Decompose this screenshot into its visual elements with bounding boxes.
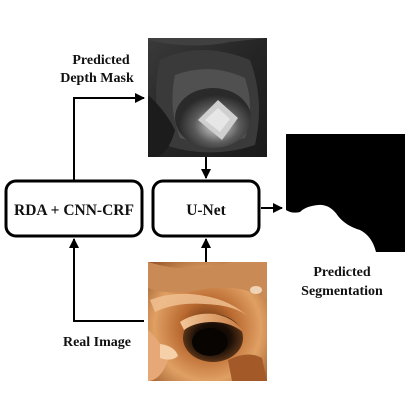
arrow-real-to-rda (69, 238, 144, 322)
segmentation-mask (286, 134, 405, 252)
unet-box: U-Net (151, 179, 261, 238)
segmentation-label-line2: Segmentation (301, 284, 383, 299)
depth-mask-label-line1: Predicted (72, 53, 129, 68)
real-image (148, 262, 267, 381)
rda-box-label: RDA + CNN-CRF (14, 202, 134, 219)
segmentation-label-line1: Predicted (313, 265, 370, 280)
rda-cnn-crf-box: RDA + CNN-CRF (4, 179, 144, 238)
unet-box-label: U-Net (186, 202, 226, 219)
depth-mask-label-line2: Depth Mask (60, 71, 134, 86)
depth-mask-image (148, 38, 267, 157)
arrow-rda-to-depth (73, 93, 145, 181)
real-image-label: Real Image (63, 335, 131, 350)
